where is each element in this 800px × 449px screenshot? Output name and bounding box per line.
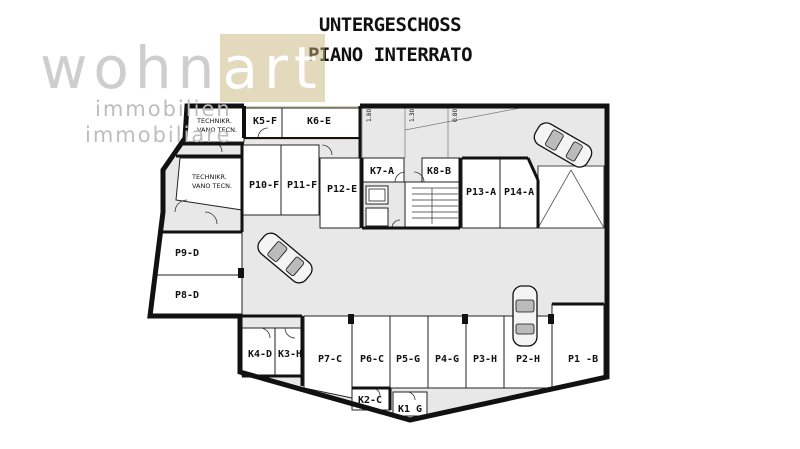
label-k7a: K7-A	[370, 166, 394, 177]
label-p12e: P12-E	[327, 184, 357, 195]
label-p3h: P3-H	[473, 354, 497, 365]
label-k5f: K5-F	[253, 116, 277, 127]
room-p6c	[351, 315, 391, 389]
label-p8d: P8-D	[175, 290, 199, 301]
room-p1b	[551, 303, 605, 389]
lift-box	[365, 185, 389, 205]
label-p2h: P2-H	[516, 354, 540, 365]
car-icon	[533, 122, 593, 168]
label-tech2b: VANO TECN.	[192, 182, 232, 190]
logo-word-start: wohn	[40, 34, 221, 102]
watermark-line2: immobiliare	[85, 123, 232, 147]
room-p3h	[465, 315, 505, 389]
room-k8b	[421, 157, 461, 183]
label-p13a: P13-A	[466, 187, 496, 198]
room-p5g	[389, 315, 429, 389]
label-p10f: P10-F	[249, 180, 279, 191]
room-k1g	[392, 391, 428, 417]
dimension-label: 1.30	[409, 108, 416, 122]
utility-box	[365, 207, 389, 227]
ramp-area	[537, 165, 605, 229]
car-icon	[512, 285, 538, 347]
label-k8b: K8-B	[427, 166, 451, 177]
label-k2c: K2-C	[358, 395, 382, 406]
label-p6c: P6-C	[360, 354, 384, 365]
dimension-label: 1.80	[366, 108, 373, 122]
room-p11f	[280, 144, 320, 216]
label-k6e: K6-E	[307, 116, 331, 127]
logo-word-highlight: art	[220, 34, 325, 102]
label-tech1b: VANO TECN.	[197, 126, 237, 134]
label-k1g: K1 G	[398, 404, 422, 415]
label-p11f: P11-F	[287, 180, 317, 191]
label-p9d: P9-D	[175, 248, 199, 259]
label-k3h: K3-H	[278, 349, 302, 360]
label-p7c: P7-C	[318, 354, 342, 365]
room-p12e	[319, 157, 361, 229]
label-tech2a: TECHNIKR.	[191, 173, 227, 181]
label-p5g: P5-G	[396, 354, 420, 365]
label-tech1a: TECHNIKR.	[196, 117, 232, 125]
room-k5f	[243, 107, 283, 139]
room-p4g	[427, 315, 467, 389]
plan-title-de: UNTERGESCHOSS	[318, 14, 462, 36]
dimension-label: 0.80	[452, 108, 459, 122]
outer-wall	[147, 103, 610, 423]
watermark-line1: immobilien	[95, 97, 232, 121]
label-p14a: P14-A	[504, 187, 534, 198]
label-p4g: P4-G	[435, 354, 459, 365]
plan-title-it: PIANO INTERRATO	[307, 44, 473, 66]
watermark-logo: wohnart	[40, 34, 325, 102]
label-k4d: K4-D	[248, 349, 272, 360]
room-stair	[404, 181, 461, 229]
car-icon	[257, 232, 313, 284]
label-p1b: P1 -B	[568, 354, 598, 365]
